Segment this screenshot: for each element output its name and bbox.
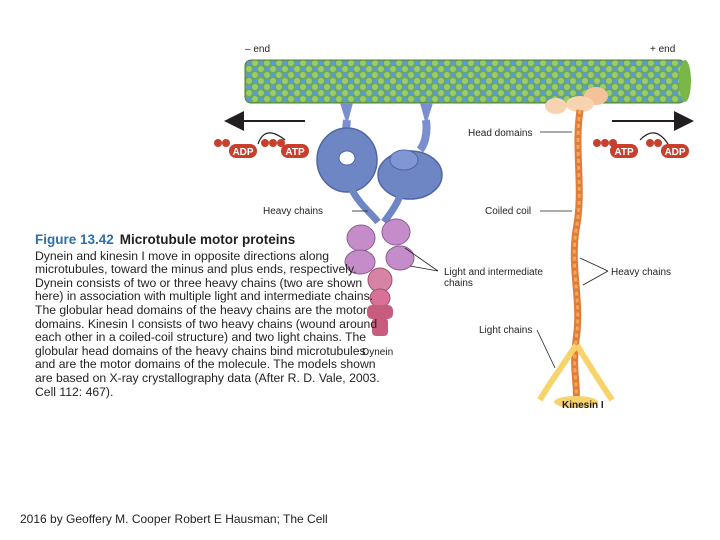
coiled-coil-label: Coiled coil	[485, 206, 532, 217]
minus-end-label: – end	[245, 44, 271, 55]
atp-right-text: ATP	[614, 147, 634, 158]
atp-badge-left: ATP	[261, 139, 309, 158]
heavy-chains-left-label: Heavy chains	[263, 206, 324, 217]
dynein-molecule	[316, 103, 443, 336]
leader-lines	[352, 131, 609, 369]
kinesin-label: Kinesin I	[562, 400, 604, 411]
figure-caption-text: Dynein and kinesin I move in opposite di…	[35, 248, 380, 399]
heavy-chains-right-label: Heavy chains	[611, 267, 672, 278]
kinesin-molecule	[537, 87, 615, 408]
atp-left-text: ATP	[285, 147, 305, 158]
figure-number: Figure 13.42	[35, 232, 114, 247]
atp-badge-right: ATP	[593, 139, 638, 158]
microtubule	[244, 59, 691, 104]
adp-badge-right: ADP	[646, 139, 689, 158]
credit-line: 2016 by Geoffery M. Cooper Robert E Haus…	[20, 512, 328, 526]
adp-badge-left: ADP	[214, 139, 257, 158]
dynein-label: Dynein	[362, 347, 394, 358]
light-intermediate-label: Light and intermediate chains	[444, 267, 543, 289]
figure-caption: Figure 13.42 Microtubule motor proteins D…	[35, 233, 380, 399]
head-domains-label: Head domains	[468, 128, 533, 139]
left-cycle-arc	[257, 132, 286, 145]
light-chains-label: Light chains	[479, 325, 533, 336]
figure-title: Microtubule motor proteins	[119, 232, 296, 247]
plus-end-label: + end	[650, 44, 676, 55]
adp-left-text: ADP	[232, 147, 253, 158]
adp-right-text: ADP	[664, 147, 685, 158]
right-cycle-arc	[639, 132, 669, 145]
